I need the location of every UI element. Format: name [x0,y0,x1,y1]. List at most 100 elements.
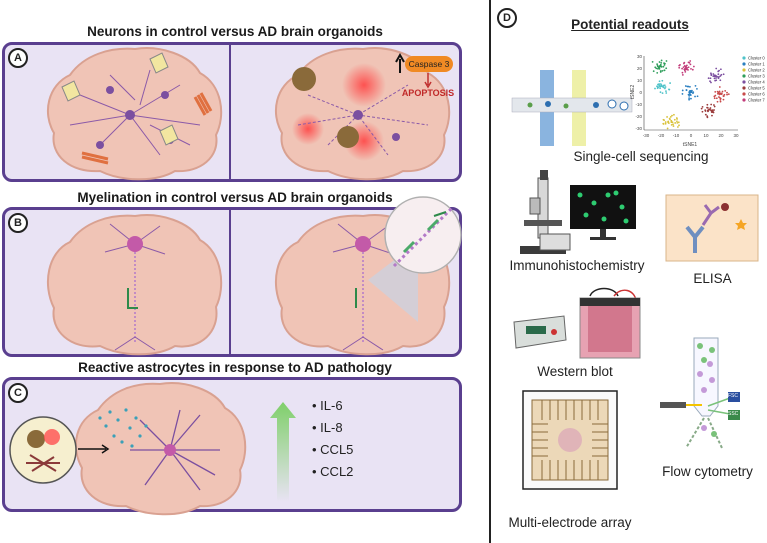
tsne-point [662,65,665,68]
tsne-point [726,91,728,94]
tsne-legend-marker [742,74,746,78]
tsne-point [667,121,669,123]
tsne-point [675,117,678,119]
tsne-point [715,79,718,82]
tsne-point [719,79,722,82]
panel-b-control-organoid [47,214,223,356]
tsne-point [722,73,725,76]
tsne-point [688,97,691,100]
tsne-point [717,73,720,76]
tsne-point [656,64,659,67]
tsne-point [676,120,678,123]
tsne-point [688,91,691,94]
tsne-point [710,81,712,84]
tsne-y-tick: 10 [637,78,643,83]
tsne-point [678,66,681,69]
tsne-point [658,83,661,85]
tsne-point [716,90,719,93]
tsne-point [690,67,692,70]
tsne-point [718,90,721,93]
tsne-y-tick: -20 [635,114,642,119]
tsne-y-tick: 30 [637,54,643,59]
apoptosis-label: APOPTOSIS [401,88,455,98]
readout-ihc: Immunohistochemistry [509,258,645,273]
tsne-point [673,118,676,121]
tsne-point [662,118,665,121]
tsne-point [715,75,717,77]
tsne-legend-marker [742,62,746,66]
cytokine-list: • IL-6 • IL-8 • CCL5 • CCL2 [312,398,353,479]
tsne-point [709,80,711,83]
tsne-point [682,66,685,68]
tsne-point [669,118,671,121]
readout-elisa: ELISA [693,271,732,286]
tsne-point [671,114,673,117]
elisa-well-icon [665,194,759,262]
tsne-point [687,85,690,88]
tsne-point [709,77,712,80]
tsne-point [688,98,690,101]
readout-scseq: Single-cell sequencing [573,149,709,164]
tsne-x-tick: -10 [673,133,680,138]
tsne-point [727,93,730,96]
tsne-y-tick: 20 [637,66,643,71]
magnified-axon-icon [384,196,462,274]
tsne-legend-label: Cluster 0 [748,56,765,61]
tsne-point [681,93,684,95]
tsne-point [674,122,677,124]
power-supply-icon [513,315,567,349]
tsne-point [694,85,697,87]
tsne-x-tick: -30 [643,133,650,138]
tsne-point [704,110,707,112]
tsne-point [713,104,715,106]
tsne-point [662,86,665,89]
tsne-point [710,72,712,75]
tsne-legend-label: Cluster 4 [748,80,765,85]
microfluidic-channel-icon [511,70,633,146]
tsne-point [694,95,696,98]
tsne-point [661,79,664,82]
green-up-arrow-icon [270,402,296,502]
fsc-label: FSC [728,393,738,399]
panel-d-title: Potential readouts [571,17,689,32]
tsne-point [665,67,668,70]
tsne-point [663,64,666,66]
tsne-point [670,119,673,122]
tsne-point [713,97,716,100]
section-divider [489,0,491,543]
tsne-point [678,124,680,127]
tsne-point [713,105,716,108]
tsne-point [677,121,680,124]
tsne-point [718,92,721,95]
tsne-legend-label: Cluster 5 [748,86,765,91]
panel-a-letter: A [8,48,28,68]
tsne-point [663,62,666,65]
tsne-point [710,109,713,112]
tsne-x-tick: 0 [690,133,693,138]
tsne-point [659,64,662,67]
tsne-point [715,77,717,79]
flow-cytometer-icon [660,337,740,449]
tsne-point [664,86,667,88]
tsne-point [712,111,715,114]
tsne-point [659,83,662,85]
tsne-legend-marker [742,92,746,96]
tsne-legend-marker [742,68,746,72]
right-arrow-icon [78,444,110,454]
tsne-point [684,71,687,73]
tsne-point [701,110,704,113]
tsne-point [681,89,684,92]
up-arrow-icon [395,52,405,73]
tsne-point [716,100,719,103]
tsne-point [713,109,715,111]
tsne-point [706,103,709,106]
monitor-icon [570,185,636,240]
tsne-point [669,116,672,118]
tsne-point [688,94,691,97]
tsne-point [711,114,713,117]
panel-c-title: Reactive astrocytes in response to AD pa… [78,360,392,375]
caspase-badge: Caspase 3 [405,56,453,72]
tsne-point [676,126,679,128]
tsne-point [726,93,728,96]
tsne-point [684,67,687,70]
